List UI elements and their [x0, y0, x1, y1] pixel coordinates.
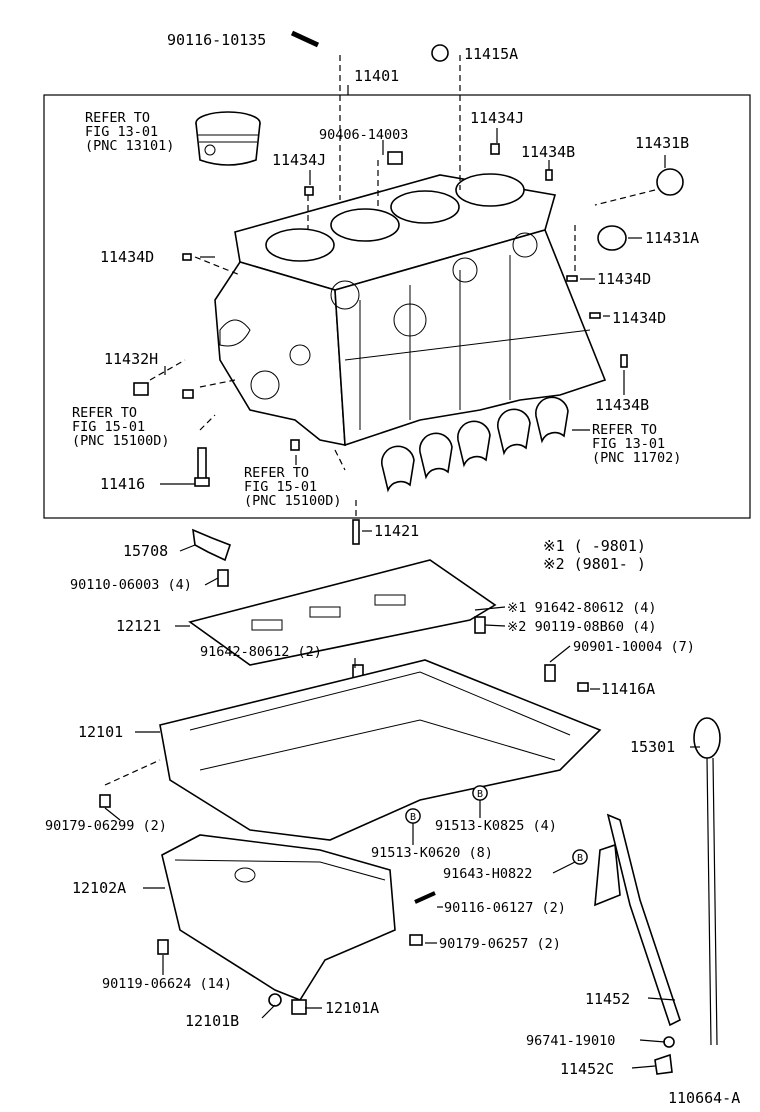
label-90116-06127: 90116-06127 (2): [444, 900, 566, 916]
label-90110-06003: 90110-06003 (4): [70, 577, 192, 593]
label-11434B-a: 11434B: [521, 143, 575, 161]
refer2-line3: (PNC 15100D): [72, 433, 170, 449]
note-1: ※1 ( -9801): [543, 537, 646, 555]
dipstick-and-guide: [572, 717, 721, 1075]
badge-b-3-text: B: [577, 853, 583, 864]
label-12121: 12121: [116, 617, 161, 635]
refer1-line1: REFER TO: [85, 110, 150, 126]
label-11434J-a: 11434J: [470, 109, 524, 127]
label-91643-H0822: 91643-H0822: [443, 866, 532, 882]
refer2-line2: FIG 15-01: [72, 419, 145, 435]
label-91513-K0825: 91513-K0825 (4): [435, 818, 557, 834]
badge-b-2-text: B: [410, 812, 416, 823]
label-11434J-b: 11434J: [272, 151, 326, 169]
label-15708: 15708: [123, 542, 168, 560]
refer4-line2: FIG 15-01: [244, 479, 317, 495]
refer2-line1: REFER TO: [72, 405, 137, 421]
label-11416A: 11416A: [601, 680, 655, 698]
label-11434D-a: 11434D: [100, 248, 154, 266]
refer3-line1: REFER TO: [592, 422, 657, 438]
label-90116-10135: 90116-10135: [167, 31, 266, 49]
label-11434B-b: 11434B: [595, 396, 649, 414]
label-12101A: 12101A: [325, 999, 379, 1017]
badge-b-3: B: [572, 849, 588, 865]
refer3-line3: (PNC 11702): [592, 450, 681, 466]
label-90179-06299: 90179-06299 (2): [45, 818, 167, 834]
label-91513-K0620: 91513-K0620 (8): [371, 845, 493, 861]
label-90119-06624: 90119-06624 (14): [102, 976, 232, 992]
oil-pan-upper: [99, 659, 602, 841]
label-11452: 11452: [585, 990, 630, 1008]
cylinder-block-group-frame: [43, 94, 751, 519]
badge-b-1-text: B: [477, 789, 483, 800]
label-91642-80612-4: ※1 91642-80612 (4): [507, 600, 656, 616]
figure-id: 110664-A: [668, 1089, 740, 1107]
oil-pan-lower: [157, 834, 436, 1015]
label-11431B: 11431B: [635, 134, 689, 152]
label-91642-80612-2: 91642-80612 (2): [200, 644, 322, 660]
label-12101B: 12101B: [185, 1012, 239, 1030]
label-15301: 15301: [630, 738, 675, 756]
crank-bearings: [381, 396, 569, 493]
label-11415A: 11415A: [464, 45, 518, 63]
label-12101: 12101: [78, 723, 123, 741]
label-12102A: 12102A: [72, 879, 126, 897]
leader-lines: [104, 55, 700, 1069]
refer1-line2: FIG 13-01: [85, 124, 158, 140]
refer1-line3: (PNC 13101): [85, 138, 174, 154]
label-11401: 11401: [354, 67, 399, 85]
refer3-line2: FIG 13-01: [592, 436, 665, 452]
label-90179-06257: 90179-06257 (2): [439, 936, 561, 952]
label-96741-19010: 96741-19010: [526, 1033, 615, 1049]
refer4-line1: REFER TO: [244, 465, 309, 481]
label-11421: 11421: [374, 522, 419, 540]
badge-b-1: B: [472, 785, 488, 801]
label-11431A: 11431A: [645, 229, 699, 247]
piston-illustration: [195, 111, 261, 166]
label-90119-08B60: ※2 90119-08B60 (4): [507, 619, 656, 635]
badge-b-2: B: [405, 808, 421, 824]
label-90901-10004: 90901-10004 (7): [573, 639, 695, 655]
small-parts: [133, 30, 684, 545]
label-11434D-c: 11434D: [612, 309, 666, 327]
label-11416: 11416: [100, 475, 145, 493]
refer4-line3: (PNC 15100D): [244, 493, 342, 509]
note-2: ※2 (9801- ): [543, 555, 646, 573]
oil-strainer: [192, 528, 231, 587]
label-90406-14003: 90406-14003: [319, 127, 408, 143]
label-11452C: 11452C: [560, 1060, 614, 1078]
baffle-plate: [188, 559, 589, 692]
label-11434D-b: 11434D: [597, 270, 651, 288]
label-11432H: 11432H: [104, 350, 158, 368]
cylinder-block: [214, 173, 607, 447]
